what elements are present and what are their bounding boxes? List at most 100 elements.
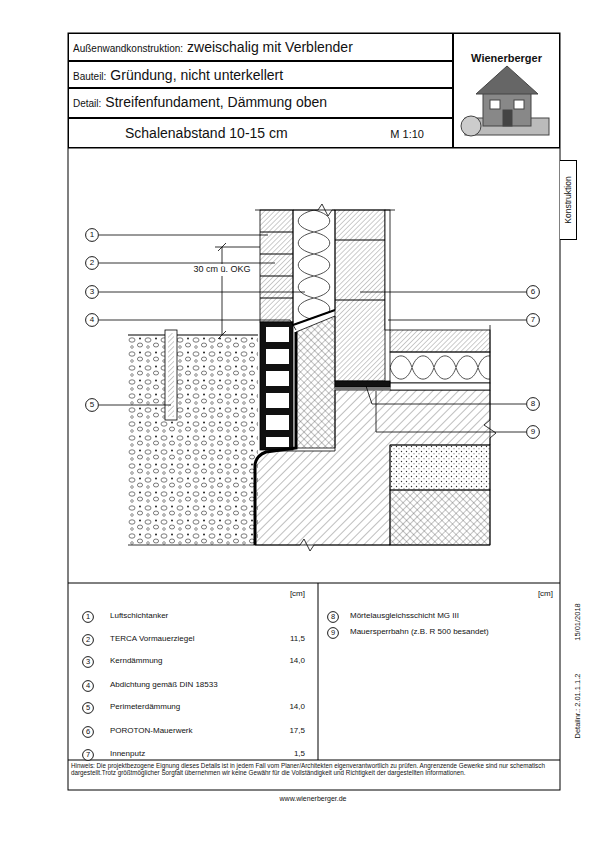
callout-number: 7	[531, 316, 535, 324]
subsoil	[390, 490, 490, 545]
dimension-line	[215, 243, 260, 339]
house-roof	[476, 66, 538, 94]
callout-circle: 9	[327, 627, 339, 639]
callout-circle: 2	[85, 256, 99, 270]
brick-unit	[266, 415, 289, 430]
block-joint	[335, 240, 385, 300]
gravel-layer	[390, 445, 490, 490]
waterproofing	[255, 332, 296, 545]
callout-circle: 6	[82, 726, 94, 738]
callout-circle: 1	[85, 228, 99, 242]
callout-circle: 6	[526, 285, 540, 299]
callout-number: 9	[531, 428, 535, 436]
leader-line	[99, 235, 268, 236]
legend-item: Mörtelausgleichsschicht MG III	[350, 612, 459, 621]
poroton-wall	[335, 210, 385, 381]
side-tab: Konstruktion	[560, 160, 577, 240]
brick-joint	[260, 275, 293, 276]
brand-name: Wienerberger	[471, 52, 542, 64]
circle-shape	[86, 257, 99, 270]
brick-unit	[266, 327, 289, 342]
unit-header: [cm]	[290, 590, 305, 599]
disclaimer-note: Hinweis: Die projektbezogene Eignung die…	[71, 763, 557, 777]
leader-lines	[99, 235, 526, 432]
brick-unit	[266, 349, 289, 364]
field-label: Schalenabstand 10-15 cm	[125, 126, 288, 140]
circle-shape	[83, 681, 94, 692]
circle-shape	[527, 314, 540, 327]
callout-circle: 4	[82, 680, 94, 692]
field-value: Streifenfundament, Dämmung oben	[105, 95, 327, 109]
unit-header: [cm]	[538, 590, 553, 599]
field-value: zweischalig mit Verblender	[187, 40, 353, 54]
callout-number: 2	[90, 259, 94, 267]
callout-circle: 7	[526, 313, 540, 327]
callout-circle: 8	[526, 397, 540, 411]
callout-number: 8	[331, 613, 335, 621]
legend-item: Mauersperrbahn (z.B. R 500 besandet)	[350, 628, 489, 637]
callout-number: 2	[86, 636, 90, 644]
legend-item: Luftschichtanker	[110, 612, 168, 621]
callout-circle: 3	[82, 656, 94, 668]
web-address: www.wienerberger.de	[280, 795, 347, 803]
break-line	[484, 325, 496, 545]
field-value: M 1:10	[390, 129, 424, 140]
callout-number: 9	[331, 629, 335, 637]
legend-item: Perimeterdämmung	[110, 703, 180, 712]
break-line	[128, 539, 490, 551]
circle-shape	[83, 635, 94, 646]
floor-screed	[390, 330, 490, 352]
core-insulation	[293, 210, 335, 325]
dimension-text: 30 cm ü. OKG	[191, 264, 252, 276]
house-window	[490, 100, 500, 109]
callout-circle: 7	[82, 749, 94, 761]
leader-line	[388, 320, 526, 321]
field-value: Gründung, nicht unterkellert	[110, 68, 283, 82]
facing-brick-above	[260, 210, 293, 322]
callout-circle: 5	[85, 398, 99, 412]
legend-item: Abdichtung gemäß DIN 18533	[110, 681, 218, 690]
circle-shape	[83, 750, 94, 761]
separation-layer	[390, 383, 490, 390]
circle-shape	[83, 727, 94, 738]
thickness-value: 14,0	[289, 657, 305, 666]
inner-plaster	[385, 210, 390, 330]
callout-circle: 4	[85, 313, 99, 327]
callout-circle: 9	[526, 425, 540, 439]
callout-number: 5	[86, 704, 90, 712]
title-row: Schalenabstand 10-15 cm M 1:10	[68, 118, 453, 148]
field-label: Detail:	[73, 99, 101, 109]
circle-shape	[328, 612, 339, 623]
circle-shape	[527, 286, 540, 299]
circle-shape	[527, 426, 540, 439]
leader-line	[99, 405, 171, 406]
facing-brick-below	[260, 322, 293, 450]
callout-number: 8	[531, 400, 535, 408]
brick-joint	[260, 253, 293, 254]
leader-line	[360, 292, 526, 293]
callout-number: 1	[86, 613, 90, 621]
legend-item: POROTON-Mauerwerk	[110, 727, 193, 736]
callout-circle: 2	[82, 634, 94, 646]
perimeter-insulation	[296, 316, 335, 448]
callout-number: 5	[90, 401, 94, 409]
circle-shape	[86, 229, 99, 242]
legend-item: TERCA Vormauerziegel	[110, 635, 194, 644]
logo-box: Wienerberger	[453, 33, 560, 148]
drain-stake-hatch	[168, 333, 174, 417]
house-door	[503, 110, 512, 126]
callout-number: 3	[86, 658, 90, 666]
field-label: Außenwandkonstruktion:	[73, 44, 183, 54]
mortar-layer	[335, 381, 390, 387]
title-row: Außenwandkonstruktion: zweischalig mit Ve…	[68, 33, 453, 61]
callout-number: 1	[90, 231, 94, 239]
house-window	[514, 100, 524, 109]
circle-shape	[86, 314, 99, 327]
leader-line	[376, 391, 526, 432]
title-row: Detail: Streifenfundament, Dämmung oben	[68, 88, 453, 118]
circle-shape	[86, 399, 99, 412]
damp-course	[335, 387, 390, 390]
